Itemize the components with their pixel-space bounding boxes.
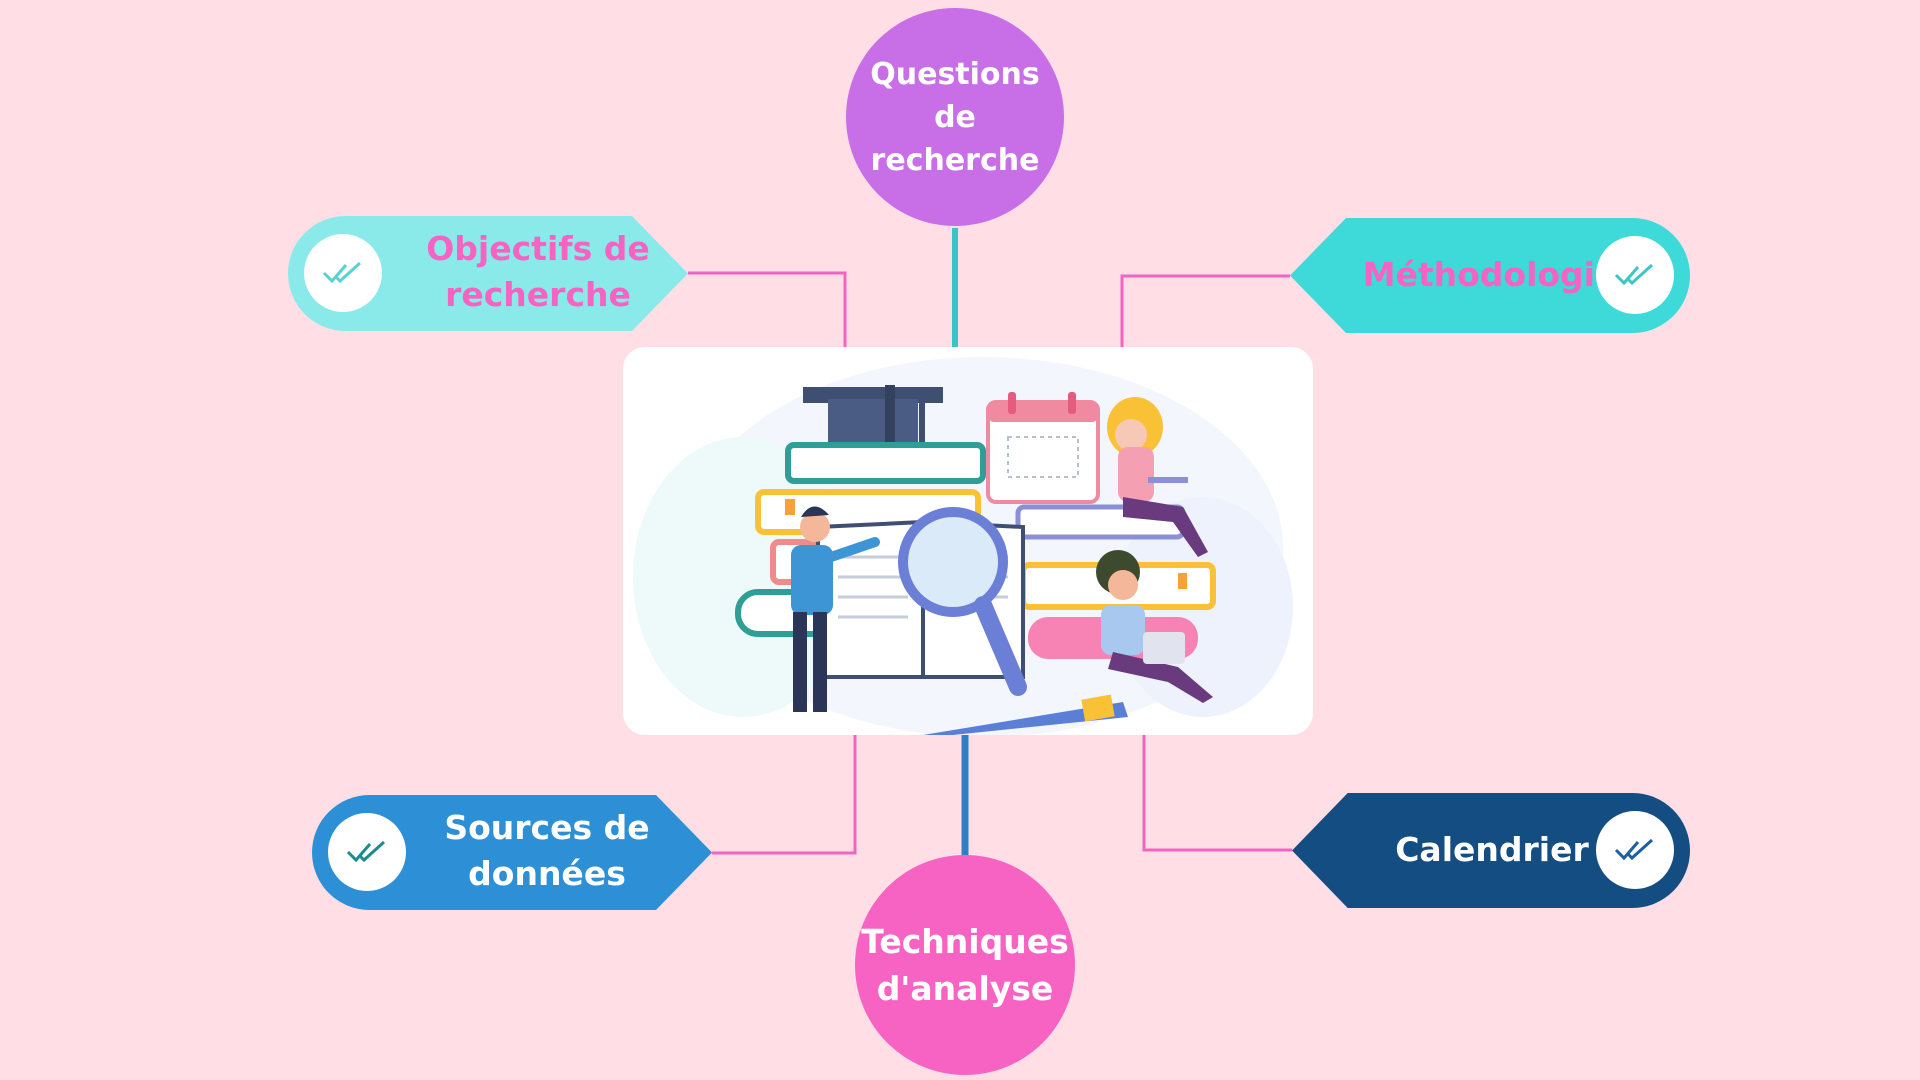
double-check-icon <box>1614 838 1654 861</box>
node-sources-de-donnees: Sources de données <box>312 795 712 910</box>
check-disc <box>328 813 406 891</box>
magnifier-icon <box>898 507 1027 696</box>
node-questions-de-recherche: Questions de recherche <box>846 8 1064 226</box>
double-check-icon <box>346 840 386 863</box>
connector-bottom-left <box>712 735 857 855</box>
node-techniques-label: Techniques d'analyse <box>861 922 1069 1008</box>
connector-top-left <box>688 271 847 347</box>
double-check-icon <box>322 261 362 284</box>
check-disc <box>1596 236 1674 314</box>
connector-bottom-right <box>1142 735 1292 852</box>
node-methodologie-label: Méthodologie <box>1362 255 1618 294</box>
node-techniques-d-analyse: Techniques d'analyse <box>855 855 1075 1075</box>
node-questions-label: Questions de recherche <box>870 56 1040 178</box>
check-disc <box>304 234 382 312</box>
center-illustration-card <box>623 347 1313 735</box>
node-objectifs-de-recherche: Objectifs de recherche <box>288 216 688 331</box>
node-calendrier-label: Calendrier <box>1395 830 1589 869</box>
person-laptop-icon <box>1096 550 1213 703</box>
double-check-icon <box>1614 263 1654 286</box>
node-sources-label: Sources de données <box>444 808 650 893</box>
node-calendrier: Calendrier <box>1292 793 1690 908</box>
check-disc <box>1596 811 1674 889</box>
node-objectifs-label: Objectifs de recherche <box>426 229 650 314</box>
node-methodologie: Méthodologie <box>1290 218 1690 333</box>
graduation-cap-icon <box>803 385 943 470</box>
research-study-illustration <box>633 357 1293 735</box>
connector-top-right <box>1120 274 1290 356</box>
person-sitting-icon <box>1107 397 1208 557</box>
person-standing-icon <box>791 506 880 712</box>
calendar-icon <box>986 392 1100 504</box>
pen-icon <box>923 694 1128 735</box>
